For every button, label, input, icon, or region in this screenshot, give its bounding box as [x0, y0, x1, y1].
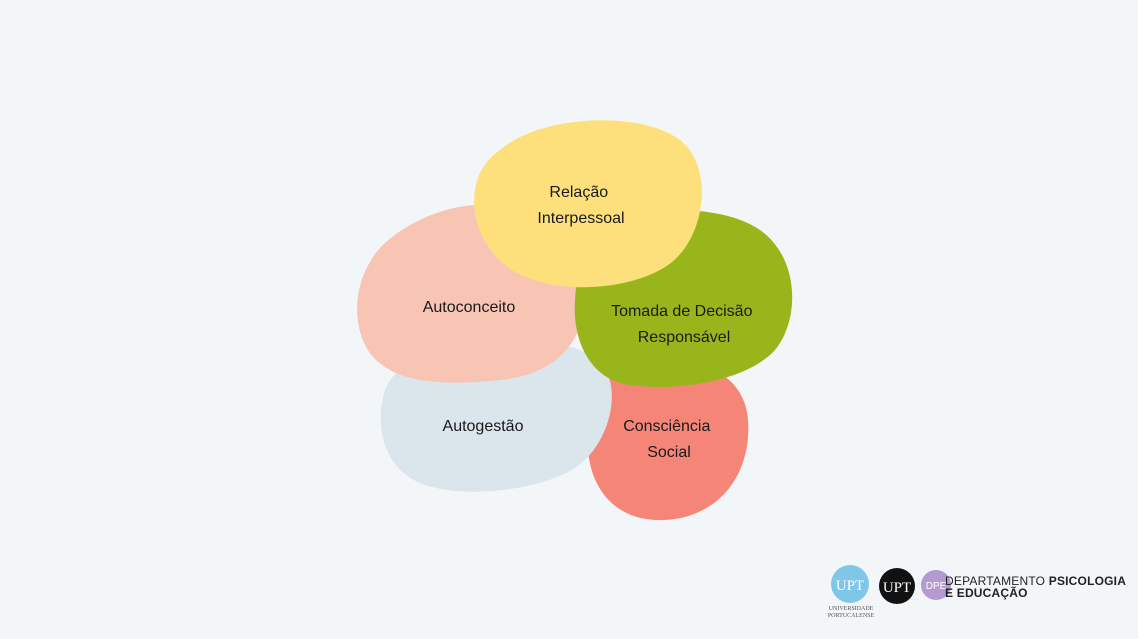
label-consciencia-social: Consciência Social [623, 418, 715, 461]
label-tomada-decisao: Tomada de Decisão Responsável [611, 303, 757, 346]
blob-relacao-interpessoal [474, 120, 702, 288]
blob-consciencia-social [587, 359, 749, 521]
upt-logo-light: UPT [831, 565, 869, 603]
department-line-1: DEPARTAMENTO PSICOLOGIA [945, 574, 1127, 588]
svg-text:UPT: UPT [883, 580, 911, 596]
svg-text:DPE: DPE [926, 581, 947, 592]
label-autogestao: Autogestão [443, 418, 524, 435]
label-relacao-interpessoal: Relação Interpessoal [537, 184, 624, 227]
upt-logo-dark: UPT [879, 568, 915, 604]
svg-text:UPT: UPT [836, 578, 864, 594]
label-autoconceito: Autoconceito [423, 299, 516, 316]
university-name: UNIVERSIDADE PORTUCALENSE [816, 606, 886, 620]
university-line-1: UNIVERSIDADE [828, 606, 874, 612]
dpe-logo: DPE [921, 570, 951, 600]
department-name: DEPARTAMENTO PSICOLOGIA E EDUCAÇÃO [945, 575, 1126, 599]
department-line-2: E EDUCAÇÃO [945, 586, 1028, 600]
university-line-2: PORTUCALENSE [827, 613, 875, 619]
